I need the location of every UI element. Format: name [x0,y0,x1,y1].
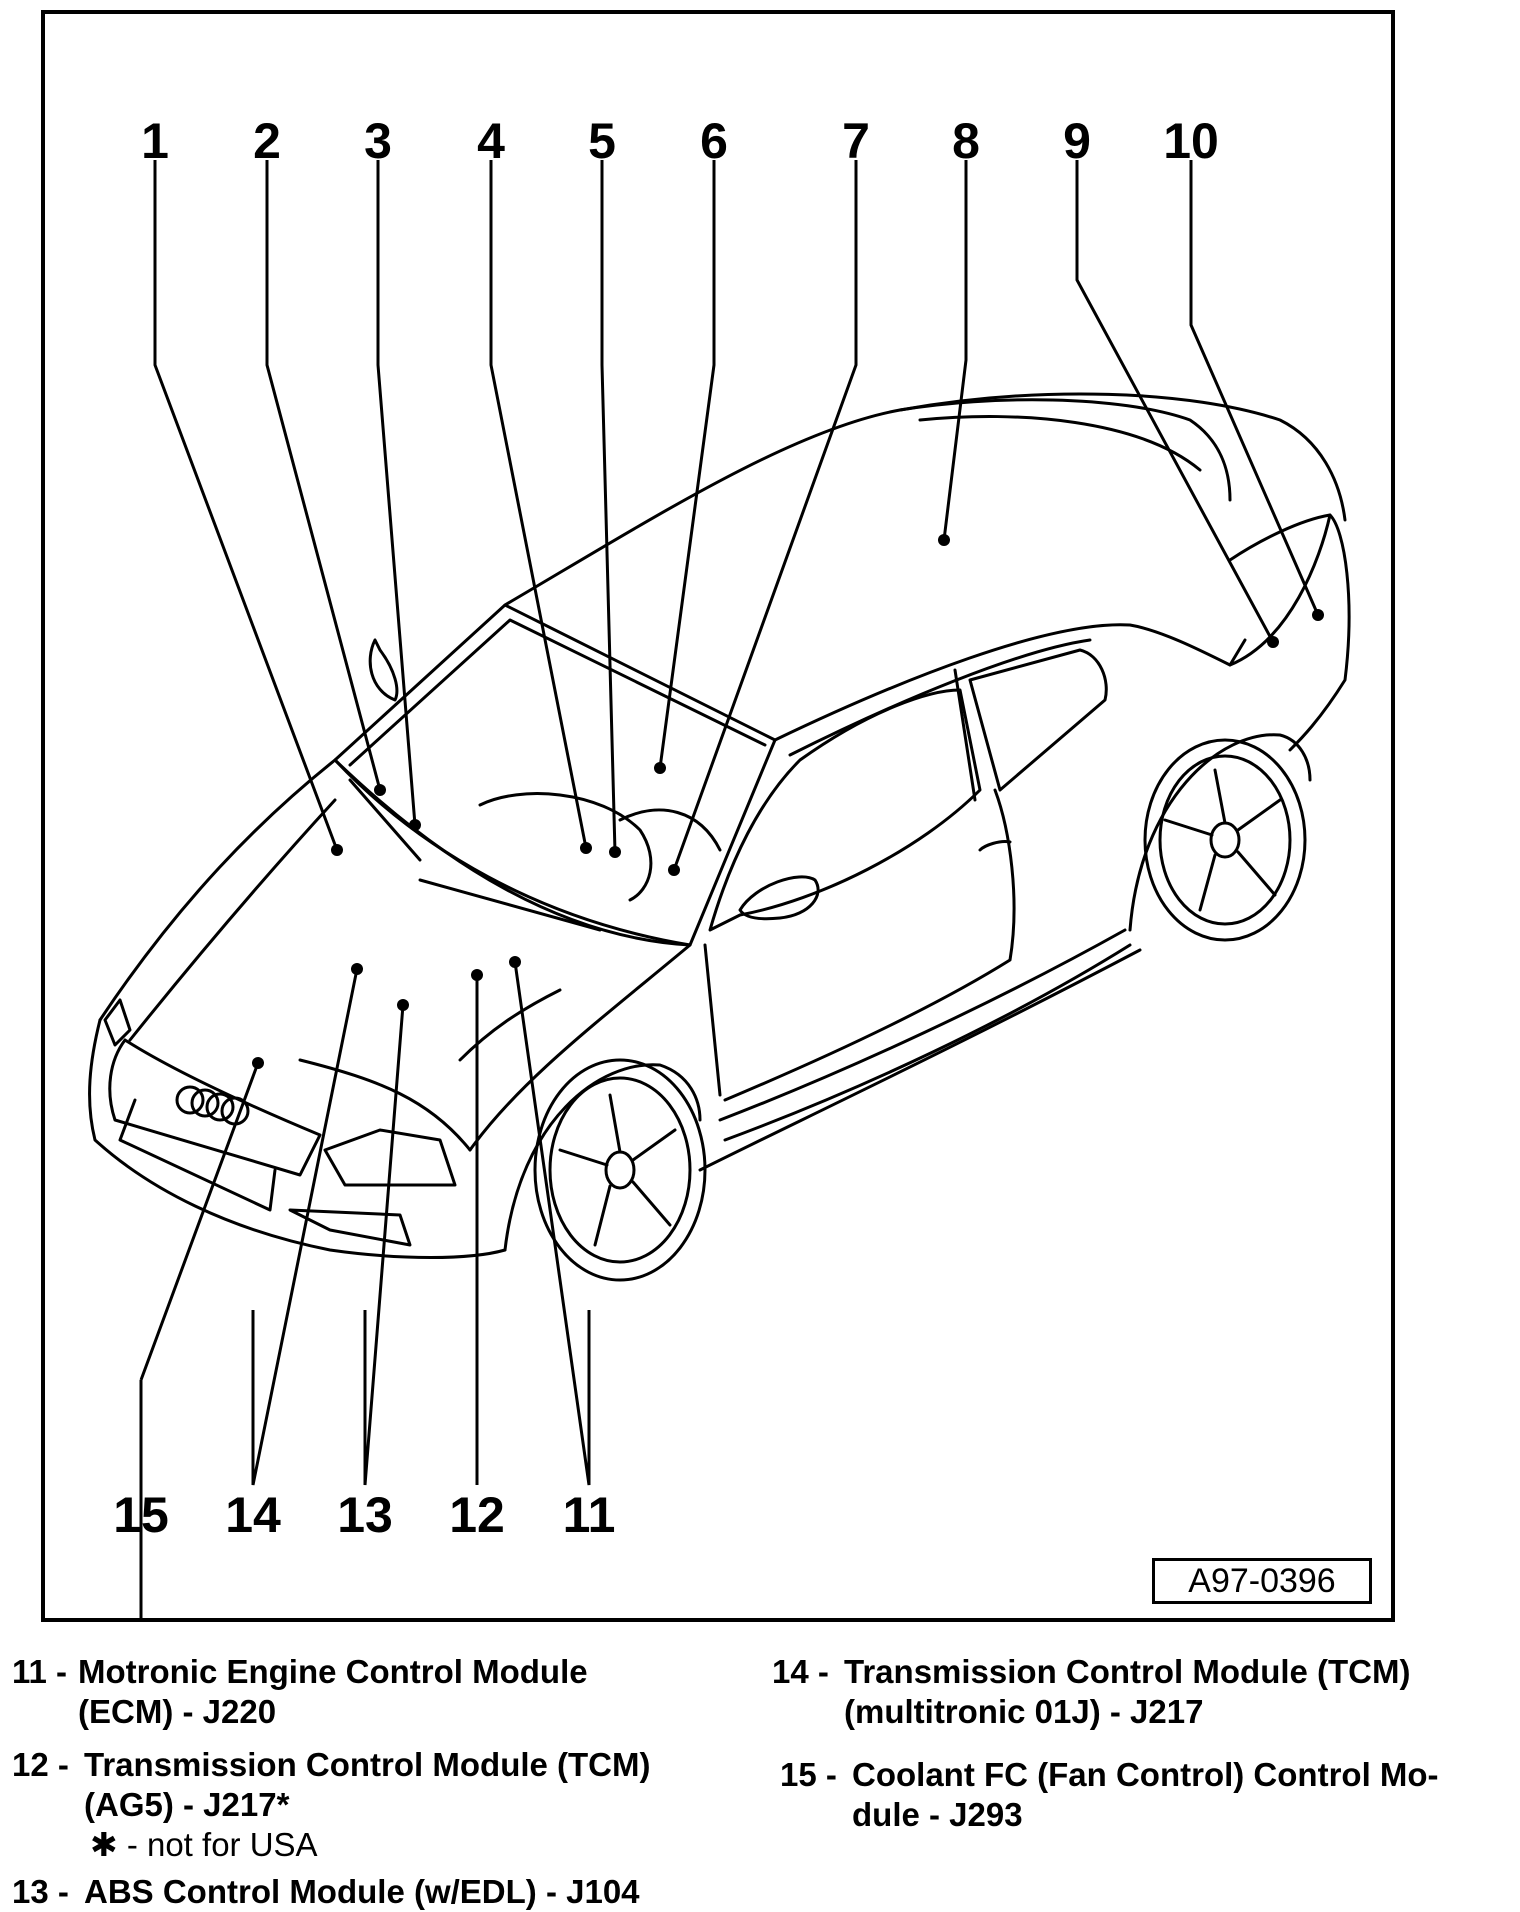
location-dot [351,963,363,975]
callout-3: 3 [364,113,392,169]
legend-text-line-1: Transmission Control Module (TCM) [844,1653,1411,1690]
legend-number: 15 - [780,1756,837,1793]
legend-text-line-2: (ECM) - J220 [78,1693,277,1730]
location-dot [1312,609,1324,621]
callout-15: 15 [113,1487,169,1543]
callout-11: 11 [563,1487,616,1543]
callout-6: 6 [700,113,728,169]
location-dot [252,1057,264,1069]
car-outline [88,392,1351,1282]
legend-item-11: 11 - Motronic Engine Control Module (ECM… [12,1652,742,1742]
legend-text-line-1: ABS Control Module (w/EDL) - J104 [84,1873,640,1910]
location-dot [397,999,409,1011]
diagram-frame [41,10,1395,1622]
location-dot [409,819,421,831]
location-dot [471,969,483,981]
legend-footnote: ✱ - not for USA [90,1826,318,1863]
legend-item-15: 15 - Coolant FC (Fan Control) Control Mo… [780,1755,1515,1845]
leader-lines [139,160,1320,1620]
location-dot [509,956,521,968]
legend-text-line-1: Motronic Engine Control Module [78,1653,588,1690]
legend-item-12: 12 - Transmission Control Module (TCM) (… [12,1745,742,1870]
legend-text-line-1: Coolant FC (Fan Control) Control Mo- [852,1756,1439,1793]
location-dot [609,846,621,858]
callout-8: 8 [952,113,980,169]
callout-numbers: 1 2 3 4 5 6 7 8 9 10 15 14 13 12 11 [113,113,1219,1543]
legend-number: 13 - [12,1873,69,1910]
callout-4: 4 [477,113,505,169]
location-dot [654,762,666,774]
callout-2: 2 [253,113,281,169]
callout-5: 5 [588,113,616,169]
location-dot [668,864,680,876]
callout-10: 10 [1163,113,1219,169]
location-dot [1267,636,1279,648]
figure-id-box: A97-0396 [1152,1558,1372,1604]
legend-text-line-2: dule - J293 [852,1796,1023,1833]
callout-14: 14 [225,1487,281,1543]
callout-7: 7 [842,113,870,169]
car-diagram: 1 2 3 4 5 6 7 8 9 10 15 14 13 12 11 [88,113,1351,1620]
location-dot [938,534,950,546]
callout-1: 1 [141,113,169,169]
legend-number: 12 - [12,1746,69,1783]
legend-number: 11 - [12,1653,68,1690]
callout-9: 9 [1063,113,1091,169]
legend-item-13: 13 - ABS Control Module (w/EDL) - J104 [12,1872,742,1912]
legend-text-line-2: (multitronic 01J) - J217 [844,1693,1204,1730]
callout-13: 13 [337,1487,393,1543]
legend-text-line-2: (AG5) - J217* [84,1786,290,1823]
location-dot [331,844,343,856]
location-dot [580,842,592,854]
location-dots [252,534,1324,1069]
callout-12: 12 [449,1487,505,1543]
legend-number: 14 - [772,1653,829,1690]
legend-text-line-1: Transmission Control Module (TCM) [84,1746,651,1783]
location-dot [374,784,386,796]
legend-item-14: 14 - Transmission Control Module (TCM) (… [772,1652,1512,1742]
